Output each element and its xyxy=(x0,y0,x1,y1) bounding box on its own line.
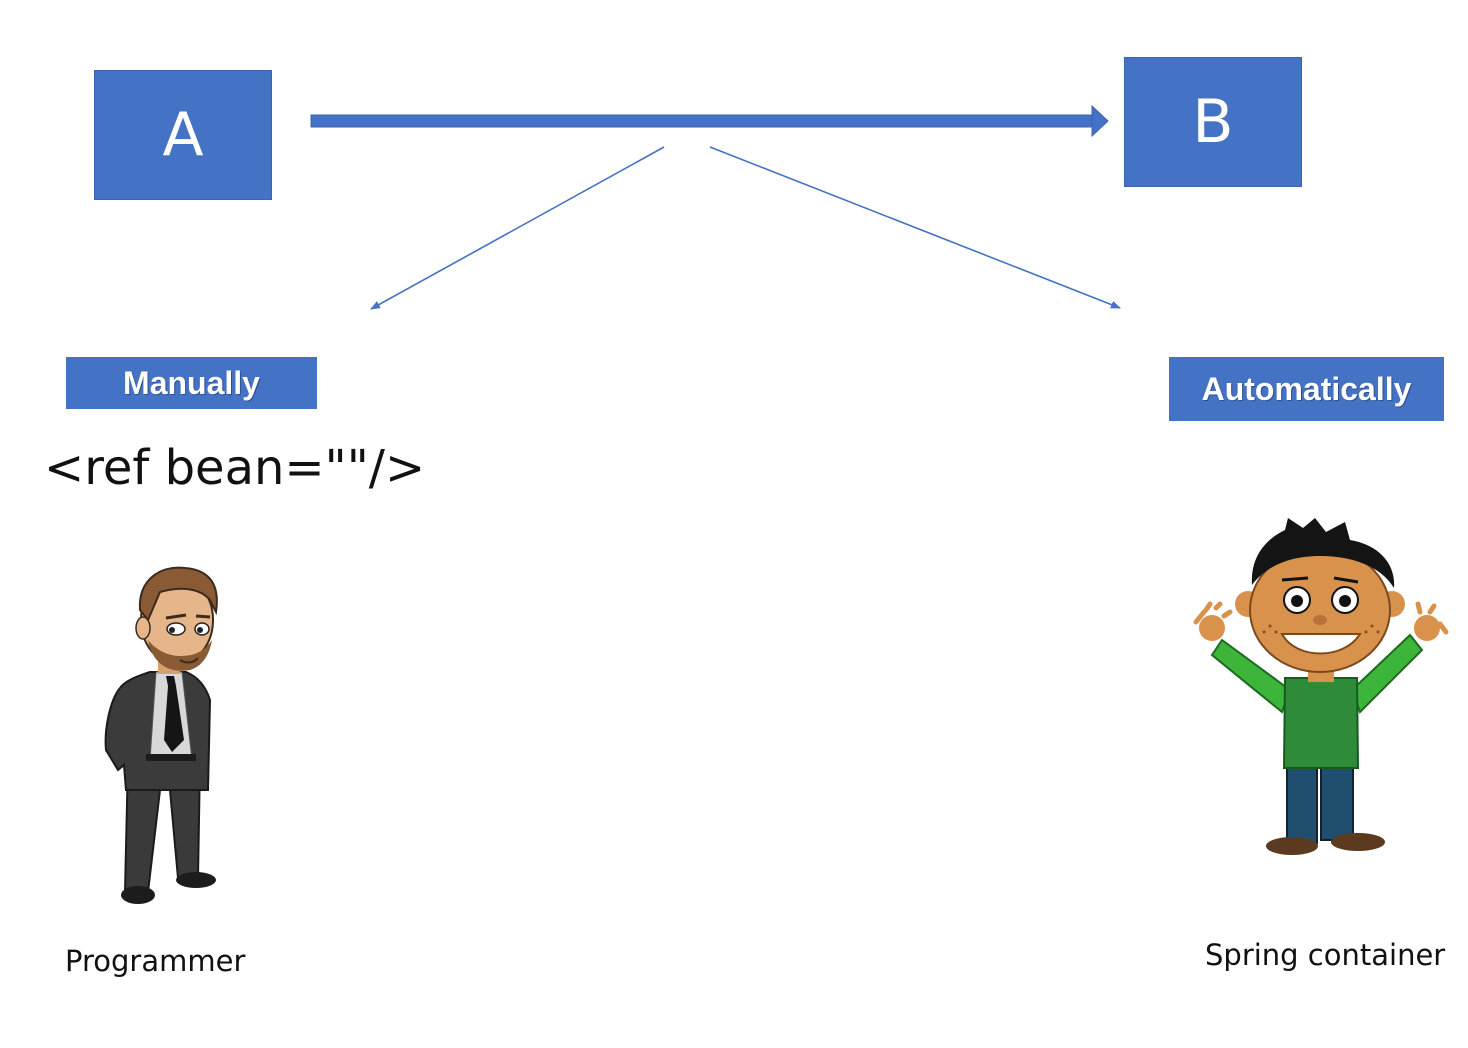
automatic-banner-label: Automatically xyxy=(1201,370,1412,407)
node-a: A xyxy=(94,70,272,200)
ref-bean-snippet: <ref bean=""/> xyxy=(44,440,426,496)
node-a-label: A xyxy=(162,100,204,170)
manual-banner: Manually xyxy=(66,357,317,409)
manual-banner-label: Manually xyxy=(123,364,260,401)
automatic-banner: Automatically xyxy=(1169,357,1444,421)
branch-arrow-manual xyxy=(370,146,665,310)
spring-container-caption: Spring container xyxy=(1205,938,1446,972)
branch-arrow-automatic xyxy=(709,146,1121,309)
programmer-caption: Programmer xyxy=(65,944,246,978)
main-arrow-a-to-b xyxy=(310,104,1109,138)
node-b-label: B xyxy=(1192,87,1234,157)
node-b: B xyxy=(1124,57,1302,187)
